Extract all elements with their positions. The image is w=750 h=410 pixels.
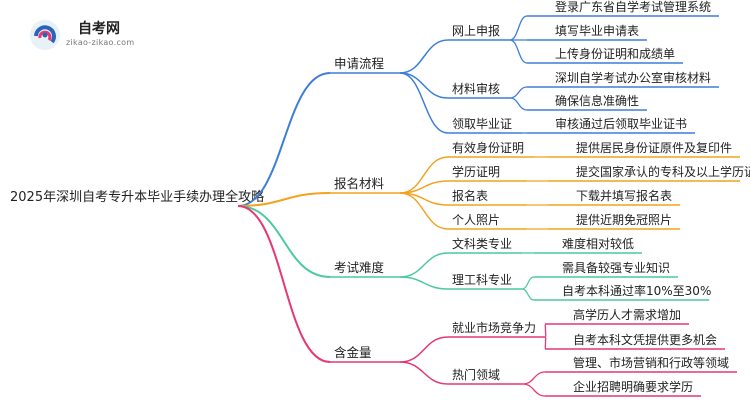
leaf-connector: [521, 276, 535, 290]
subtopic-connector: [399, 361, 449, 385]
branch-connector: [237, 72, 331, 207]
branch-topic: 含金量: [334, 345, 372, 360]
branch-topic: 报名材料: [334, 176, 385, 191]
leaf-topic: 提供近期免冠照片: [576, 212, 672, 227]
leaf-topic: 提交国家承认的专科及以上学历证书: [576, 164, 750, 179]
leaf-topic: 上传身份证明和成绩单: [555, 46, 675, 61]
branch-topic: 考试难度: [334, 260, 385, 275]
subtopic-connector: [399, 252, 449, 278]
leaf-topic: 企业招聘明确要求学历: [573, 379, 693, 394]
leaf-topic: 提供居民身份证原件及复印件: [576, 140, 732, 155]
leaf-connector: [509, 15, 528, 41]
leaf-topic: 下载并填写报名表: [576, 188, 672, 203]
leaf-topic: 确保信息准确性: [555, 93, 639, 108]
leaf-connector: [544, 336, 547, 350]
leaf-topic: 审核通过后领取毕业证书: [555, 116, 687, 131]
logo-url: zikao-zikao.com: [66, 38, 135, 47]
leaf-connector: [521, 288, 535, 301]
subtopic-connector: [399, 192, 449, 230]
branch-connector: [237, 192, 331, 207]
subtopic: 领取毕业证: [452, 117, 512, 131]
leaf-topic: 填写毕业申请表: [555, 24, 639, 38]
leaf-topic: 高学历人才需求增加: [573, 307, 681, 322]
subtopic-connector: [399, 39, 449, 74]
leaf-topic: 需具备较强专业知识: [562, 260, 670, 275]
leaf-connector: [509, 86, 528, 99]
branch-connector: [237, 205, 331, 278]
subtopic: 网上申报: [452, 23, 500, 38]
subtopic: 个人照片: [452, 213, 500, 227]
leaf-connector: [522, 371, 546, 385]
leaf-connector: [544, 323, 547, 338]
logo-icon: [30, 20, 60, 50]
leaf-connector: [522, 383, 546, 397]
subtopic: 文科类专业: [452, 236, 512, 251]
leaf-connector: [509, 97, 528, 111]
branch-topic: 申请流程: [334, 56, 385, 71]
leaf-topic: 深圳自学考试办公室审核材料: [555, 70, 711, 85]
leaf-topic: 自考本科通过率10%至30%: [562, 283, 711, 298]
leaf-connector: [509, 39, 528, 64]
branch-connector: [237, 205, 331, 363]
subtopic-connector: [399, 72, 449, 134]
leaf-topic: 难度相对较低: [562, 236, 634, 251]
logo-name: 自考网: [78, 21, 120, 37]
subtopic: 就业市场竞争力: [452, 320, 536, 335]
subtopic: 材料审核: [452, 81, 500, 96]
leaf-topic: 登录广东省自学考试管理系统: [555, 0, 711, 14]
subtopic-connector: [399, 72, 449, 99]
subtopic-connector: [399, 276, 449, 290]
leaf-topic: 管理、市场营销和行政等领域: [573, 355, 729, 370]
leaf-topic: 自考本科文凭提供更多机会: [573, 332, 717, 347]
subtopic-connector: [399, 336, 449, 363]
root-topic: 2025年深圳自考专升本毕业手续办理全攻略: [10, 189, 264, 205]
subtopic: 理工科专业: [452, 272, 512, 287]
subtopic: 有效身份证明: [452, 140, 524, 155]
subtopic: 热门领域: [452, 367, 500, 382]
subtopic: 学历证明: [452, 164, 500, 179]
subtopic: 报名表: [452, 188, 488, 203]
